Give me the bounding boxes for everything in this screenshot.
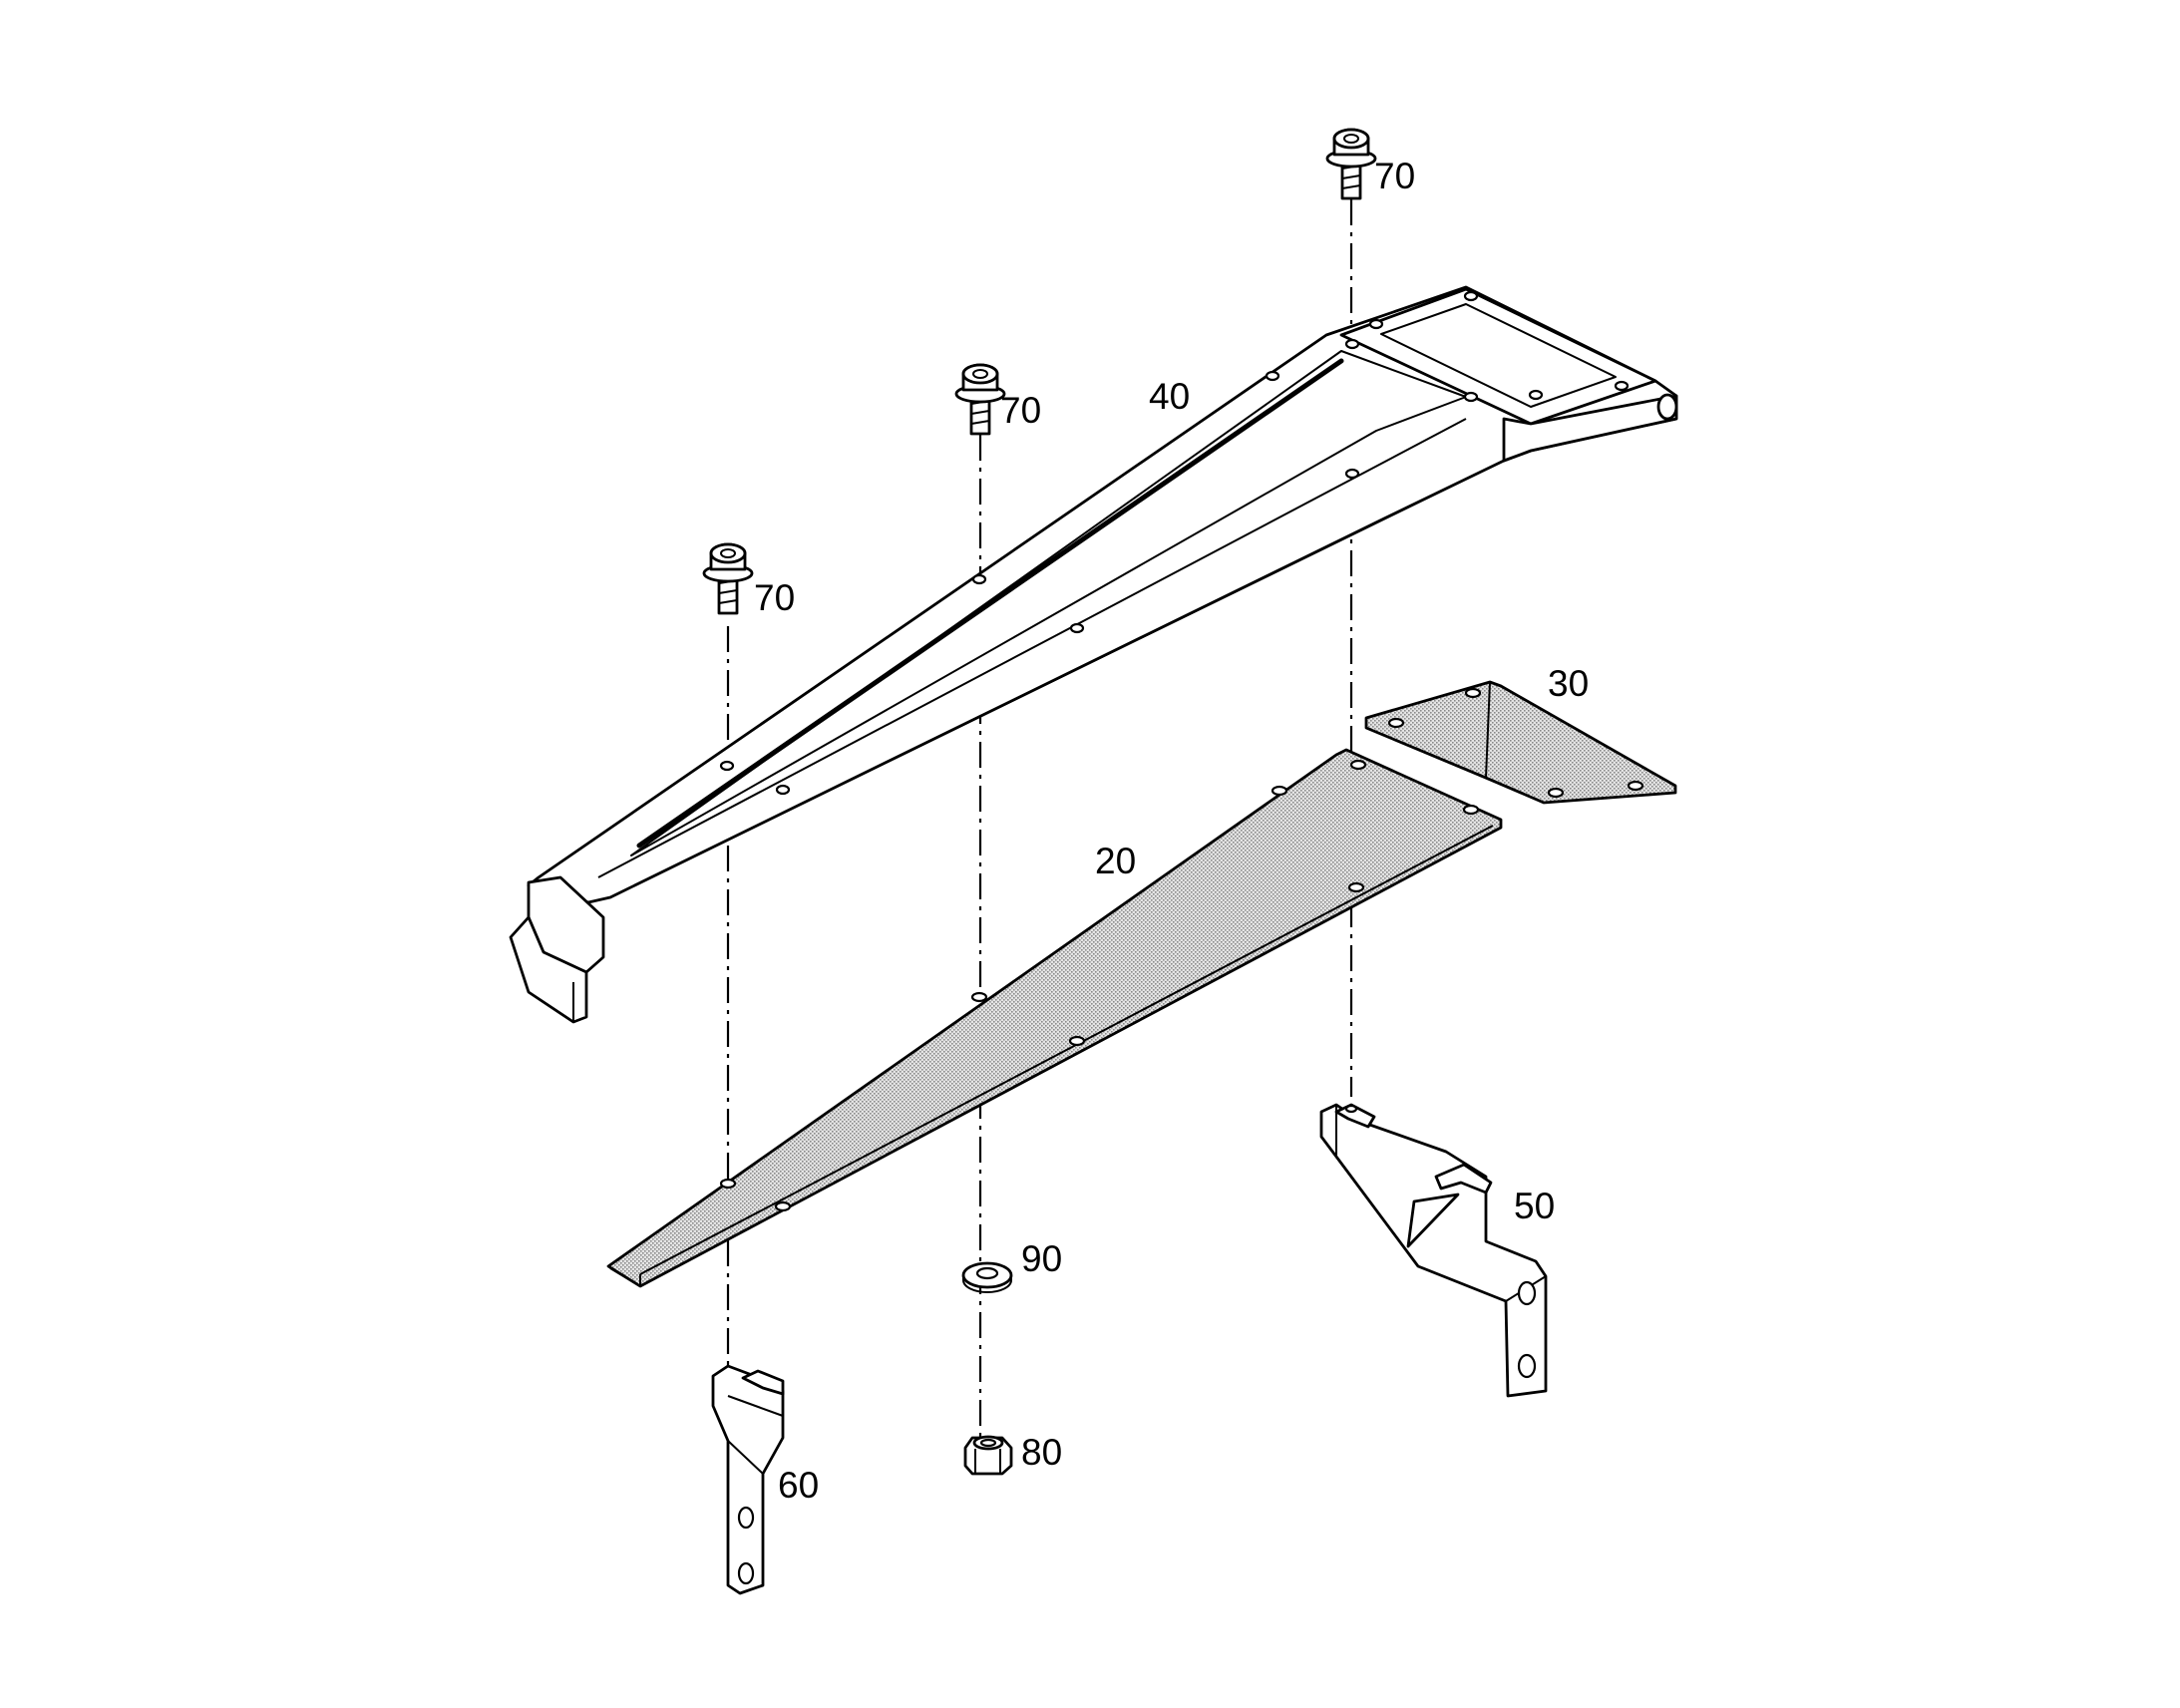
callout-bolt-left: 70 — [754, 577, 795, 618]
callout-right-bracket: 50 — [1514, 1186, 1555, 1226]
callout-nut: 80 — [1021, 1432, 1062, 1473]
main-shield-part — [606, 748, 1503, 1288]
rail-part — [509, 285, 1678, 1024]
bolt-left-part — [702, 542, 754, 615]
callout-bolt-right: 70 — [1374, 156, 1415, 196]
bolt-right-part — [1325, 128, 1377, 200]
right-bracket-part — [1319, 1103, 1548, 1398]
bolt-middle-part — [954, 363, 1006, 436]
callout-bolt-middle: 70 — [1000, 390, 1041, 431]
callout-left-bracket: 60 — [778, 1465, 819, 1506]
callout-washer: 90 — [1021, 1238, 1062, 1279]
callout-rail: 40 — [1149, 376, 1190, 417]
left-bracket-part — [711, 1364, 785, 1595]
end-shield-part — [1364, 680, 1677, 805]
callout-end-shield: 30 — [1548, 663, 1589, 704]
callout-main-shield: 20 — [1095, 841, 1136, 881]
nut-part — [963, 1435, 1013, 1476]
washer-part — [961, 1261, 1013, 1293]
